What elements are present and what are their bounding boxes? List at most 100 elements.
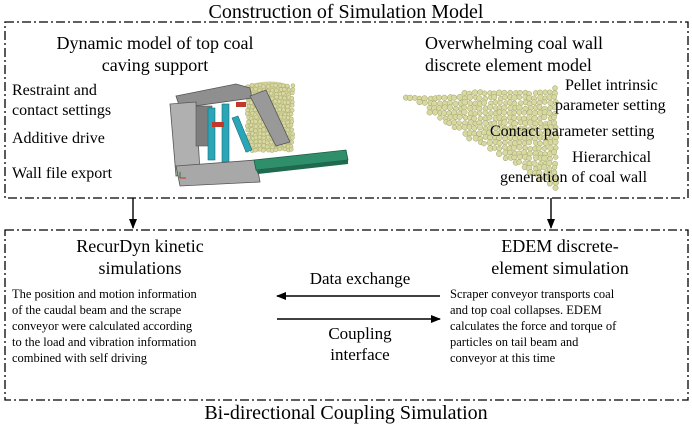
coal-particle — [551, 169, 558, 176]
coal-particle — [277, 146, 283, 152]
coal-particle — [496, 140, 503, 147]
coal-particle — [536, 145, 542, 151]
coupling-label-line-1: Coupling — [328, 324, 392, 343]
coal-particle — [541, 145, 548, 152]
coal-particle — [290, 135, 295, 140]
coal-particle — [511, 154, 517, 161]
coal-particle — [537, 94, 544, 101]
coal-particle — [546, 180, 553, 187]
coal-particle — [536, 175, 543, 182]
coal-particle — [253, 147, 258, 153]
coal-particle — [432, 109, 439, 116]
left-item-wall-export: Wall file export — [12, 165, 113, 182]
coal-particle — [441, 104, 448, 111]
coal-particle — [496, 150, 503, 157]
edem-body-line-2: and top coal collapses. EDEM — [450, 303, 602, 317]
right-item-hierarchical-2: generation of coal wall — [500, 169, 648, 186]
coal-particle — [517, 89, 523, 96]
coal-particle — [491, 94, 498, 100]
coal-particle — [536, 104, 543, 110]
coal-particle — [553, 154, 559, 160]
coal-particle — [289, 127, 295, 133]
coal-particle — [289, 103, 295, 108]
bottom-dashed-frame — [4, 229, 689, 401]
coal-particle — [531, 130, 537, 136]
edem-heading-line-2: element simulation — [491, 258, 629, 278]
support-base — [175, 159, 261, 187]
coal-particle — [288, 122, 294, 128]
coal-particle — [516, 139, 523, 146]
coal-particle — [531, 99, 538, 106]
coal-particle — [542, 99, 548, 105]
right-item-pellet-1: Pellet intrinsic — [565, 77, 658, 94]
coal-particle — [248, 122, 254, 128]
recurdyn-heading-line-1: RecurDyn kinetic — [76, 236, 204, 256]
recurdyn-body-line-3: conveyor were calculated according — [12, 319, 193, 333]
coal-particle — [466, 124, 473, 130]
coal-particle — [511, 94, 518, 101]
right-item-hierarchical-1: Hierarchical — [572, 149, 652, 166]
edem-body-line-5: conveyor at this time — [450, 351, 556, 365]
coal-particle — [501, 119, 508, 126]
coal-particle — [486, 139, 494, 146]
coal-particle — [481, 140, 487, 147]
coal-particle — [526, 95, 533, 101]
coal-particle — [476, 110, 483, 116]
edem-heading-line-1: EDEM discrete- — [501, 236, 619, 256]
recurdyn-body-line-5: combined with self driving — [12, 351, 148, 365]
coal-particle — [502, 155, 509, 162]
coal-particle — [441, 94, 448, 101]
edem-body-line-3: calculates the force and torque of — [450, 319, 617, 333]
coal-particle — [273, 83, 278, 88]
right-item-pellet-2: parameter setting — [555, 97, 666, 114]
coal-particle — [451, 124, 458, 131]
coal-particle — [253, 119, 258, 124]
coal-particle — [466, 94, 474, 101]
coal-particle — [552, 85, 558, 91]
coal-particle — [451, 119, 458, 126]
coal-particle — [406, 94, 414, 102]
coal-particle — [276, 99, 282, 104]
coal-particle — [501, 129, 507, 135]
coal-particle — [516, 94, 522, 100]
coupling-label-line-2: interface — [330, 345, 390, 364]
coal-particle — [437, 115, 443, 121]
top-section-title: Construction of Simulation Model — [208, 1, 484, 23]
left-item-restraint-1: Restraint and — [12, 82, 97, 99]
coal-particle — [481, 99, 488, 106]
coal-particle — [531, 115, 538, 122]
recurdyn-body-line-4: to the load and vibration information — [12, 335, 197, 349]
coal-particle — [552, 138, 559, 146]
coal-particle — [546, 110, 553, 117]
coal-particle — [461, 98, 469, 106]
coal-particle — [268, 91, 274, 96]
left-item-restraint-2: contact settings — [12, 102, 112, 119]
coal-particle — [551, 149, 558, 155]
coal-particle — [446, 104, 454, 111]
coal-particle — [436, 105, 442, 111]
coal-particle — [268, 139, 274, 145]
coal-particle — [265, 84, 271, 89]
coal-particle — [541, 163, 548, 171]
coal-particle — [421, 99, 428, 106]
coal-wall-heading-line-2: discrete element model — [425, 55, 592, 75]
coal-particle — [456, 114, 463, 120]
coal-particle — [506, 99, 513, 106]
coal-particle — [456, 124, 463, 131]
coal-particle — [516, 109, 523, 116]
coal-particle — [441, 110, 447, 116]
coal-particle — [495, 89, 503, 97]
coal-particle — [521, 140, 528, 146]
coal-particle — [496, 145, 502, 152]
coal-particle — [281, 91, 286, 96]
coal-particle — [526, 155, 532, 162]
coal-particle — [531, 160, 538, 167]
edem-body-line-1: Scraper conveyor transports coal — [450, 287, 615, 301]
left-item-additive-drive: Additive drive — [12, 130, 105, 147]
recurdyn-body-line-1: The position and motion information — [12, 287, 197, 301]
top-dashed-frame — [4, 21, 689, 199]
leg-cylinder-1 — [207, 107, 216, 161]
coal-particle — [290, 90, 295, 96]
edem-body-line-4: particles on tail beam and — [450, 335, 579, 349]
